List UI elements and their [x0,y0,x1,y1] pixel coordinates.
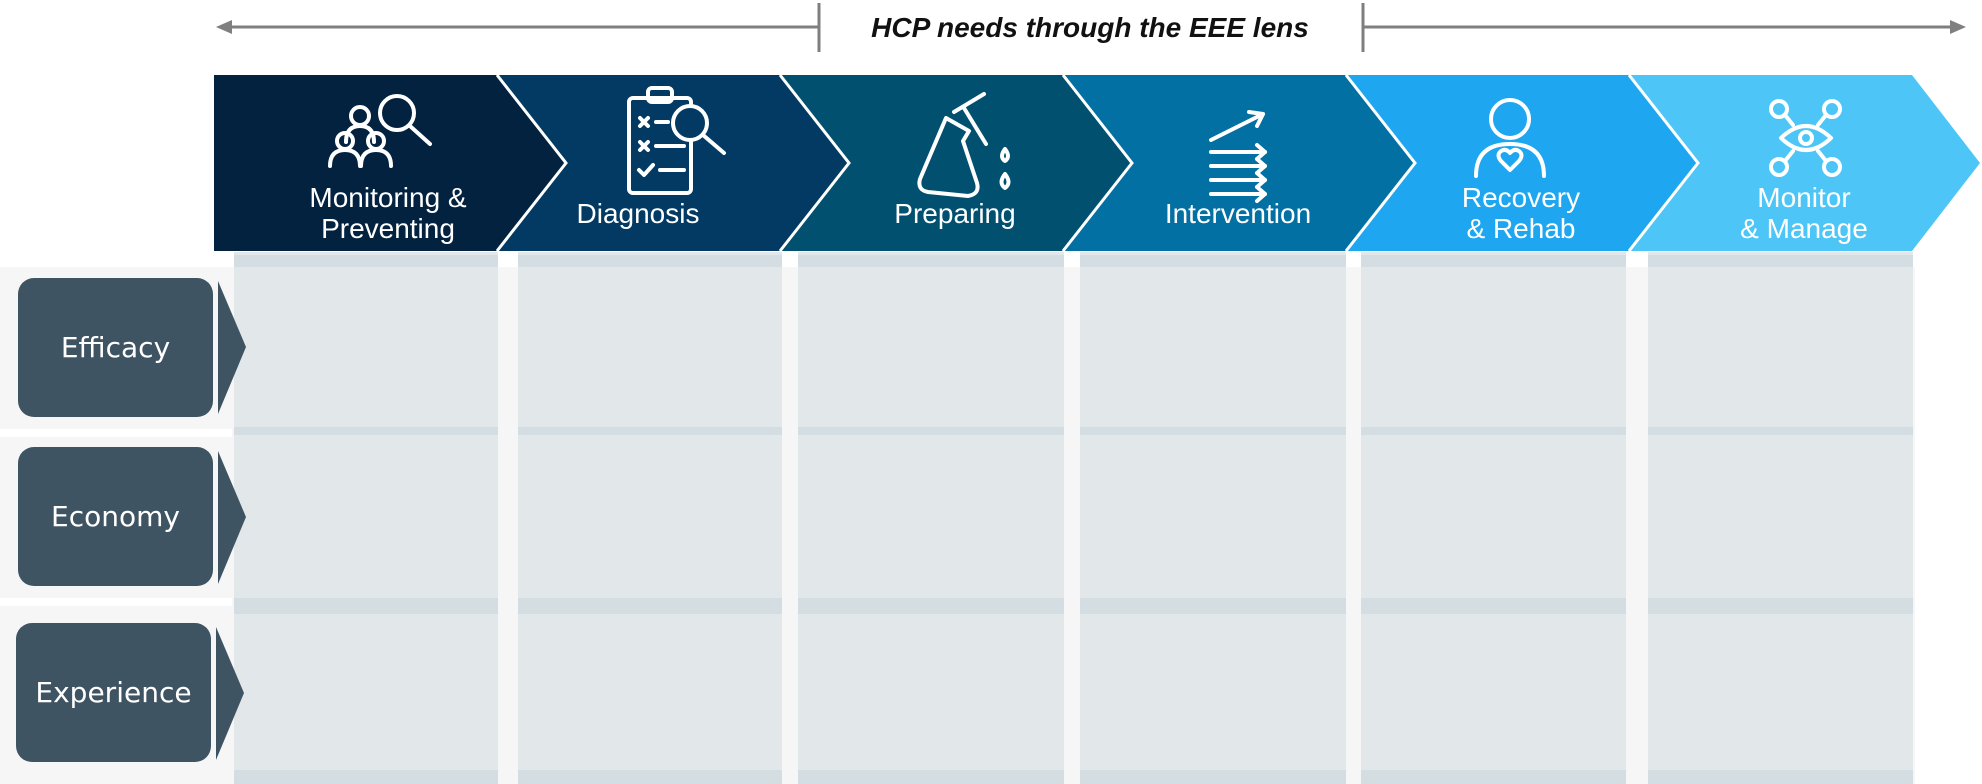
row-label-economy: Economy [51,500,180,533]
row-label-boxes [16,278,246,762]
cell-band [1648,770,1913,784]
stage-label-diagnosis: Diagnosis [576,197,700,229]
row-label-box-efficacy [18,278,213,417]
row-pointer-economy [218,451,246,584]
cell-band [1080,770,1346,784]
stage-chevron-intervention [1063,75,1415,251]
people-search-icon [328,94,432,168]
stage-chevrons [214,74,1980,252]
stage-chevron-preparing [780,75,1132,251]
cell-band [234,255,498,267]
row-separator [0,429,232,437]
clipboard-search-icon [627,86,726,195]
stage-chevron-diagnosis [497,75,849,251]
cell-band [1080,427,1346,435]
cell-band [1080,598,1346,614]
matrix-grid [0,252,1915,784]
stage-label-intervention: Intervention [1164,197,1312,229]
matrix-cell-column [234,252,498,784]
banner-arrow-left [216,3,821,52]
matrix-cell-column [518,252,782,784]
eye-network-icon [1769,99,1842,177]
cell-band [1648,427,1913,435]
cell-band [518,770,782,784]
cell-band [518,598,782,614]
stage-chevron-monitor-manage [1629,75,1980,251]
cell-band [1361,427,1626,435]
banner: HCP needs through the EEE lens [0,0,1982,60]
matrix-cell-column [798,252,1064,784]
matrix-cell-column [1648,252,1913,784]
row-label-box-economy [18,447,213,586]
cell-band [798,255,1064,267]
arrows-icon [1209,110,1267,203]
row-label-box-experience [16,623,211,762]
stage-chevron-recovery-rehab [1346,75,1698,251]
stage-label-preparing: Preparing [894,197,1016,229]
cell-band [234,770,498,784]
row-separator [0,598,232,606]
cell-band [1361,255,1626,267]
cell-band [1648,255,1913,267]
stage-label-monitor-manage: Monitor & Manage [1740,182,1868,244]
matrix-cell-column [1361,252,1626,784]
cell-band [518,427,782,435]
banner-title: HCP needs through the EEE lens [871,12,1309,43]
cell-band [798,598,1064,614]
stage-label-recovery-rehab: Recovery & Rehab [1461,182,1581,244]
cell-band [1361,598,1626,614]
cell-band [518,255,782,267]
flask-drops-icon [917,92,1011,198]
cell-band [798,770,1064,784]
cell-band [234,427,498,435]
cell-band [1361,770,1626,784]
stage-label-monitoring-preventing: Monitoring & Preventing [309,182,467,244]
chevron-separators [495,74,1700,252]
row-pointer-efficacy [218,281,246,414]
row-label-efficacy: Efficacy [60,331,171,364]
person-heart-icon [1474,98,1546,178]
row-label-experience: Experience [35,676,192,709]
banner-arrow-right [1361,3,1966,52]
cell-band [1648,598,1913,614]
cell-band [798,427,1064,435]
cell-band [234,598,498,614]
cell-band [1080,255,1346,267]
row-pointer-experience [216,627,244,760]
matrix-cell-column [1080,252,1346,784]
